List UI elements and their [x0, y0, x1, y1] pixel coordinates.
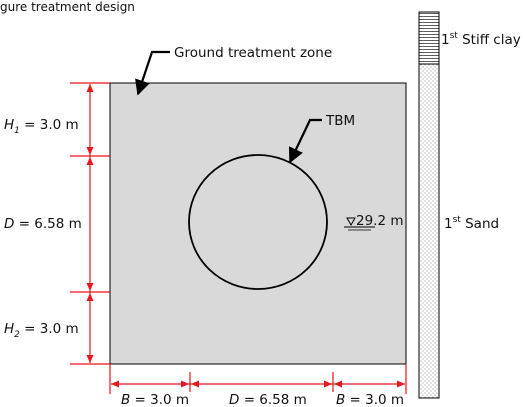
dim-label-d-vertical: D = 6.58 m	[4, 216, 82, 232]
water-level-label: 29.2 m	[356, 213, 404, 229]
soil-label-stiff-clay: 1st Stiff clay	[441, 31, 521, 48]
ground-treatment-zone	[109, 82, 407, 365]
zone-leader-arrow	[135, 50, 170, 96]
tbm-leader-arrow	[289, 118, 322, 164]
soil-label-sand: 1st Sand	[444, 215, 499, 232]
zone-label: Ground treatment zone	[174, 45, 332, 61]
soil-layer-stiff-clay	[418, 11, 440, 65]
soil-layer-sand	[418, 63, 440, 399]
water-level-icon	[344, 217, 375, 231]
dim-label-h2: H2 = 3.0 m	[4, 321, 79, 340]
tbm-label: TBM	[325, 113, 355, 129]
figure-caption-fragment: gure treatment design	[0, 0, 135, 14]
dim-label-d-horizontal: D = 6.58 m	[229, 392, 307, 407]
dim-label-h1: H1 = 3.0 m	[4, 117, 79, 136]
dim-label-b-left: B = 3.0 m	[121, 392, 189, 407]
vertical-dimensions	[70, 82, 110, 365]
tbm-circle	[188, 154, 328, 290]
dim-label-b-right: B = 3.0 m	[336, 392, 404, 407]
horizontal-dimensions	[109, 364, 407, 394]
